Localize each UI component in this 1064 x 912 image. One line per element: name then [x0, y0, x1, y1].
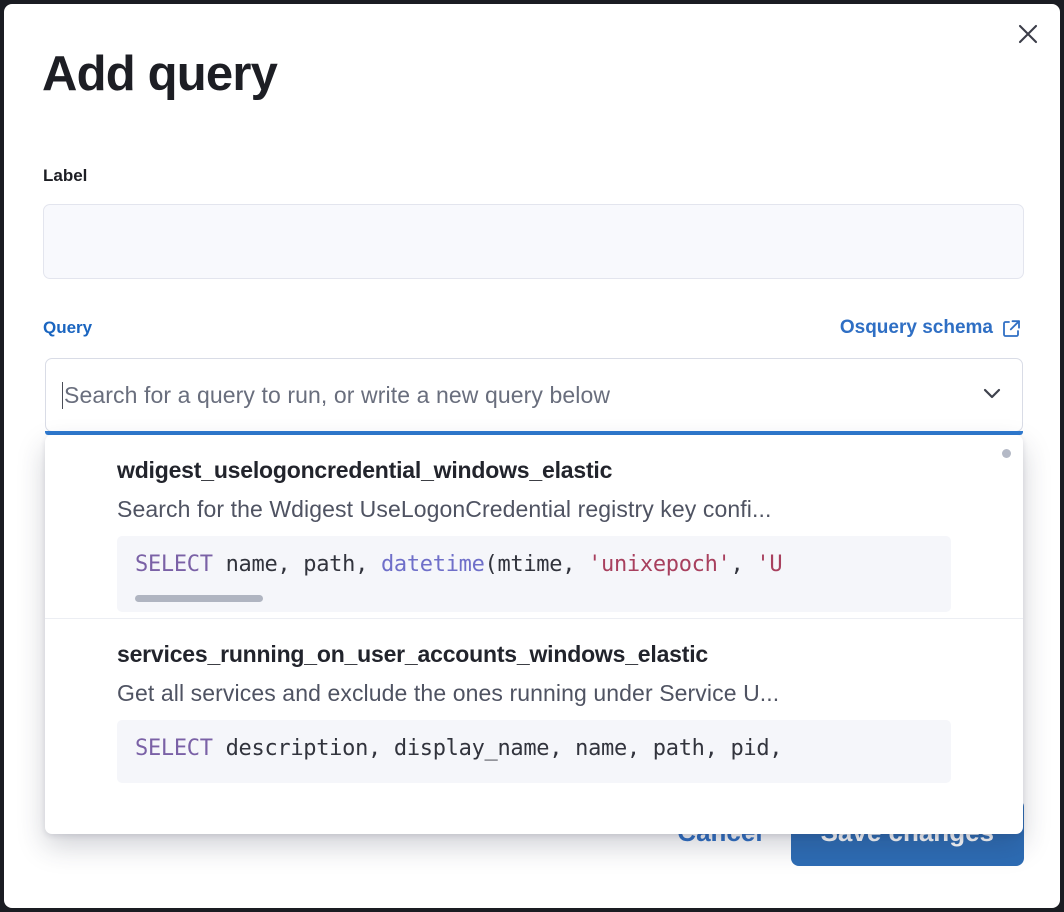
list-item[interactable]: wdigest_uselogoncredential_windows_elast… — [45, 435, 1023, 618]
page-title: Add query — [42, 47, 278, 101]
query-search-placeholder: Search for a query to run, or write a ne… — [64, 381, 611, 408]
suggestion-title: services_running_on_user_accounts_window… — [117, 641, 708, 667]
query-search-combobox[interactable]: Search for a query to run, or write a ne… — [45, 358, 1023, 432]
suggestion-description: Search for the Wdigest UseLogonCredentia… — [117, 496, 772, 522]
suggestion-description: Get all services and exclude the ones ru… — [117, 680, 780, 706]
suggestion-sql-code: SELECT description, display_name, name, … — [117, 720, 951, 783]
suggestion-title: wdigest_uselogoncredential_windows_elast… — [117, 457, 613, 483]
label-field-label: Label — [43, 166, 88, 185]
label-input[interactable] — [43, 204, 1024, 279]
osquery-schema-label: Osquery schema — [839, 317, 993, 338]
list-item[interactable]: services_running_on_user_accounts_window… — [45, 618, 1023, 789]
query-suggestions-dropdown: wdigest_uselogoncredential_windows_elast… — [45, 435, 1023, 834]
external-link-icon — [1001, 318, 1022, 339]
code-spacer — [135, 761, 933, 773]
add-query-modal: Add query Label Query Osquery schema Sea… — [4, 4, 1060, 908]
chevron-down-icon[interactable] — [978, 379, 1006, 412]
text-cursor — [62, 381, 63, 409]
combobox-focus-underline — [45, 431, 1023, 435]
close-icon[interactable] — [1010, 16, 1046, 52]
scroll-indicator-dot[interactable] — [1002, 449, 1011, 458]
code-horizontal-scrollbar[interactable] — [135, 595, 263, 602]
osquery-schema-link[interactable]: Osquery schema — [840, 317, 1022, 339]
query-field-label: Query — [43, 318, 93, 337]
suggestion-sql-code: SELECT name, path, datetime(mtime, 'unix… — [117, 536, 951, 612]
